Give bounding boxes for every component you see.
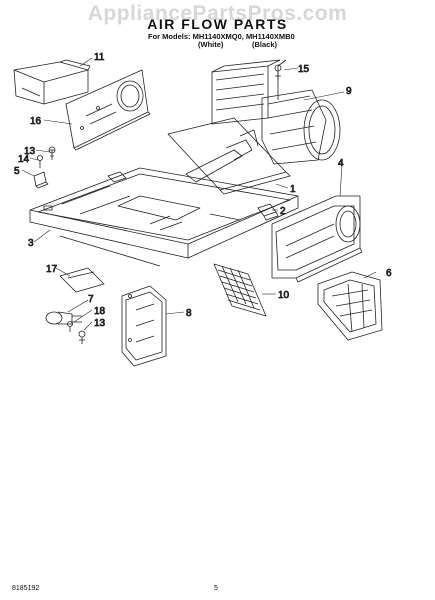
callout-1: 1 <box>290 184 296 195</box>
callout-13-bottom: 13 <box>94 318 106 329</box>
callout-17: 17 <box>46 264 58 275</box>
callout-10: 10 <box>278 290 290 301</box>
part-16-vent-plate <box>65 69 151 151</box>
callout-4: 4 <box>338 158 344 169</box>
part-13-screw-top <box>48 146 56 160</box>
part-14-screw <box>37 155 43 168</box>
callout-6: 6 <box>386 268 392 279</box>
part-10-grille <box>213 263 267 317</box>
part-3-base-tray <box>29 167 299 267</box>
callout-14: 14 <box>18 154 30 165</box>
document-number: 8185192 <box>12 585 40 592</box>
callout-13-top: 13 <box>24 146 36 157</box>
part-15-screw <box>274 64 282 80</box>
part-11-duct <box>13 59 91 105</box>
page-number: 5 <box>214 585 218 592</box>
watermark: AppliancePartsPros.com <box>87 2 348 25</box>
callout-9: 9 <box>346 86 352 97</box>
part-7-lamp-socket <box>45 311 82 325</box>
part-5-clip <box>33 171 49 189</box>
part-4-vent-frame <box>271 195 363 283</box>
leader-lines <box>21 57 377 331</box>
part-1-air-baffle <box>167 117 291 195</box>
callout-2: 2 <box>280 206 286 217</box>
part-8-side-panel <box>121 285 167 367</box>
callout-5: 5 <box>14 166 20 177</box>
page-title: AIR FLOW PARTS <box>147 16 288 32</box>
part-9-blower-motor <box>211 59 341 165</box>
callout-11: 11 <box>94 52 105 63</box>
part-2-clip <box>257 203 279 221</box>
callout-18: 18 <box>94 306 106 317</box>
part-6-filter-frame <box>317 271 383 341</box>
callout-15: 15 <box>298 64 310 75</box>
part-17-plate <box>59 267 105 293</box>
callout-3: 3 <box>28 238 34 249</box>
variant-white-label: (White) <box>198 40 224 49</box>
variant-black-label: (Black) <box>252 40 278 49</box>
callout-16: 16 <box>30 116 42 127</box>
model-list: For Models: MH1140XMQ0, MH1140XMB0 <box>148 32 295 41</box>
callout-7: 7 <box>88 294 94 305</box>
part-13-screw-bottom <box>78 330 86 344</box>
part-18-screw <box>67 321 73 332</box>
callout-8: 8 <box>186 308 192 319</box>
